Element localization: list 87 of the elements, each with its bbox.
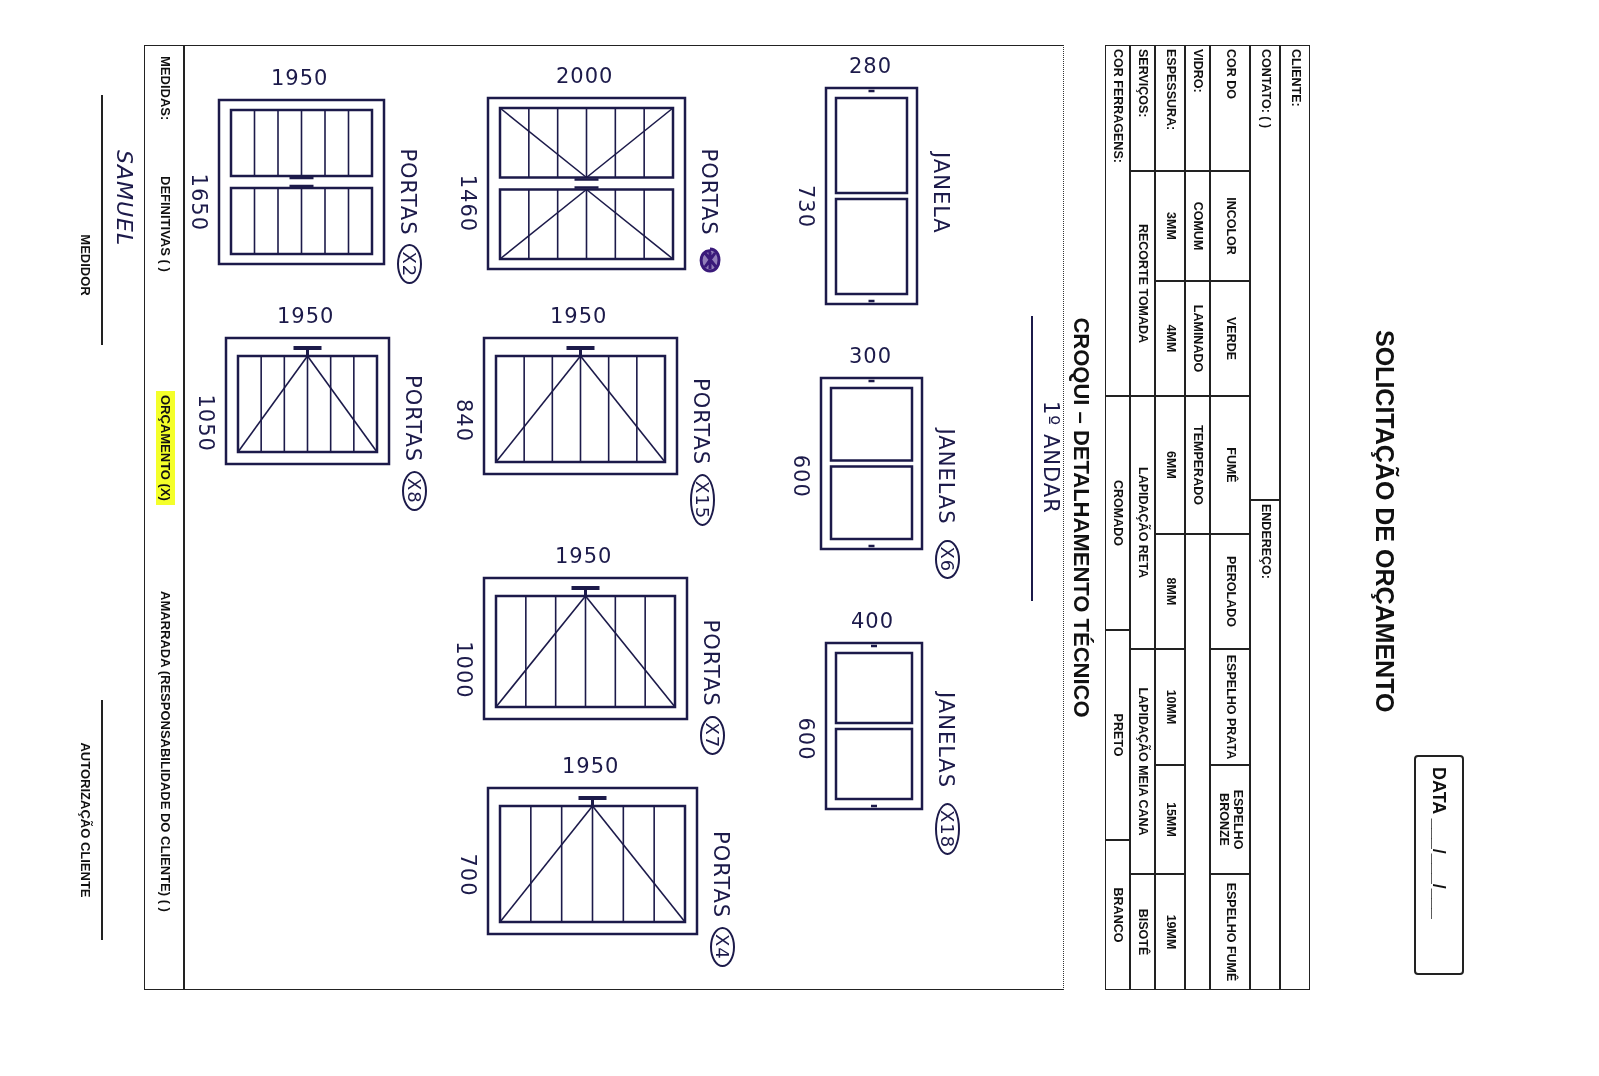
- item-label: PORTAS: [699, 619, 723, 707]
- table-cell: CROMADO: [1105, 396, 1130, 630]
- table-cell: BISOTÊ: [1130, 874, 1155, 990]
- quantity-mark: X7: [700, 715, 725, 756]
- dimension-label: 600: [794, 717, 818, 761]
- item-label: JANELA: [929, 152, 953, 234]
- table-cell: 8MM: [1155, 534, 1185, 649]
- window-drawing: [482, 576, 689, 721]
- item-label: JANELAS: [934, 692, 958, 789]
- floor-label: 1º ANDAR: [1039, 401, 1063, 514]
- table-cell: PEROLADO: [1210, 534, 1250, 649]
- dimension-label: 1950: [271, 66, 329, 90]
- dimension-label: 1950: [277, 304, 335, 328]
- window-drawing: [486, 786, 699, 936]
- window-drawing: [224, 336, 391, 466]
- table-cell: VERDE: [1210, 281, 1250, 396]
- table-cell: VIDRO:: [1185, 45, 1210, 171]
- table-cell: PRETO: [1105, 630, 1130, 840]
- dimension-label: 700: [456, 853, 480, 897]
- form-title: SOLICITAÇÃO DE ORÇAMENTO: [1370, 330, 1399, 713]
- dimension-label: 840: [452, 399, 476, 443]
- window-drawing: [482, 336, 679, 476]
- table-cell: FUMÊ: [1210, 396, 1250, 534]
- section-heading: CROQUI – DETALHAMENTO TÉCNICO: [1068, 316, 1094, 720]
- quantity-mark: X2: [397, 244, 422, 285]
- table-cell: 4MM: [1155, 281, 1185, 396]
- table-cell: INCOLOR: [1210, 171, 1250, 281]
- signature-caption: AUTORIZAÇÃO CLIENTE: [78, 741, 93, 900]
- dimension-label: 1460: [456, 174, 480, 233]
- table-cell: 3MM: [1155, 171, 1185, 281]
- dimension-label: 1000: [452, 641, 476, 699]
- table-cell: 15MM: [1155, 765, 1185, 874]
- dimension-label: 1050: [194, 394, 218, 452]
- sketch-panel: [184, 45, 1094, 990]
- date-field: DATA ___/___/___: [1414, 755, 1464, 975]
- dimension-label: 300: [849, 344, 893, 368]
- item-label: JANELAS: [934, 428, 958, 525]
- quantity-mark: X4: [710, 927, 735, 967]
- table-cell: ESPESSURA:: [1155, 45, 1185, 171]
- table-cell: LAPIDAÇÃO RETA: [1130, 396, 1155, 649]
- table-cell: CLIENTE:: [1280, 45, 1310, 990]
- quantity-mark: X15: [690, 474, 715, 527]
- table-cell: COR DO: [1210, 45, 1250, 171]
- table-cell: SERVIÇOS:: [1130, 45, 1155, 171]
- table-cell: ESPELHO BRONZE: [1210, 765, 1250, 874]
- item-label: PORTAS: [396, 148, 420, 236]
- dimension-label: 1650: [187, 173, 211, 232]
- option-label: AMARRADA (RESPONSABILIDADE DO CLIENTE) ( ): [158, 591, 173, 912]
- table-cell: COMUM: [1185, 171, 1210, 281]
- table-cell: 19MM: [1155, 874, 1185, 990]
- dimension-label: 400: [851, 609, 895, 633]
- quantity-mark: X18: [935, 803, 960, 856]
- signature: SAMUEL: [112, 150, 137, 247]
- option-label: ORÇAMENTO (X): [156, 391, 175, 505]
- table-cell: CONTATO: ( ): [1250, 45, 1280, 500]
- dimension-label: 1950: [550, 304, 608, 328]
- item-label: PORTAS: [401, 375, 425, 463]
- quantity-mark: X6: [935, 539, 960, 580]
- table-cell: 10MM: [1155, 649, 1185, 765]
- dimension-label: 1950: [562, 754, 620, 778]
- table-cell: BRANCO: [1105, 840, 1130, 990]
- item-label: PORTAS: [697, 148, 721, 236]
- dimension-label: 1950: [555, 544, 613, 568]
- item-label: PORTAS: [689, 378, 713, 466]
- dimension-label: 2000: [556, 64, 614, 88]
- window-drawing: [824, 86, 919, 306]
- table-cell: TEMPERADO: [1185, 396, 1210, 534]
- window-drawing: [217, 98, 386, 266]
- table-cell: ESPELHO PRATA: [1210, 649, 1250, 765]
- option-label: MEDIDAS:: [158, 56, 173, 121]
- dimension-label: 600: [789, 454, 813, 498]
- table-cell: ENDEREÇO:: [1250, 500, 1280, 990]
- quantity-mark: X8: [402, 471, 427, 511]
- table-cell: RECORTE TOMADA: [1130, 171, 1155, 396]
- window-drawing: [486, 96, 687, 271]
- table-cell: COR FERRAGENS:: [1105, 45, 1130, 396]
- signature-caption: MEDIDOR: [78, 233, 93, 298]
- table-cell: 6MM: [1155, 396, 1185, 534]
- table-cell: LAMINADO: [1185, 281, 1210, 396]
- table-cell: LAPIDAÇÃO MEIA CANA: [1130, 649, 1155, 874]
- window-drawing: [819, 376, 924, 551]
- option-label: DEFINITIVAS ( ): [158, 176, 173, 272]
- table-cell: ESPELHO FUMÊ: [1210, 874, 1250, 990]
- window-drawing: [824, 641, 924, 811]
- dimension-label: 280: [849, 54, 893, 78]
- item-label: PORTAS: [709, 831, 733, 919]
- dimension-label: 730: [794, 185, 818, 229]
